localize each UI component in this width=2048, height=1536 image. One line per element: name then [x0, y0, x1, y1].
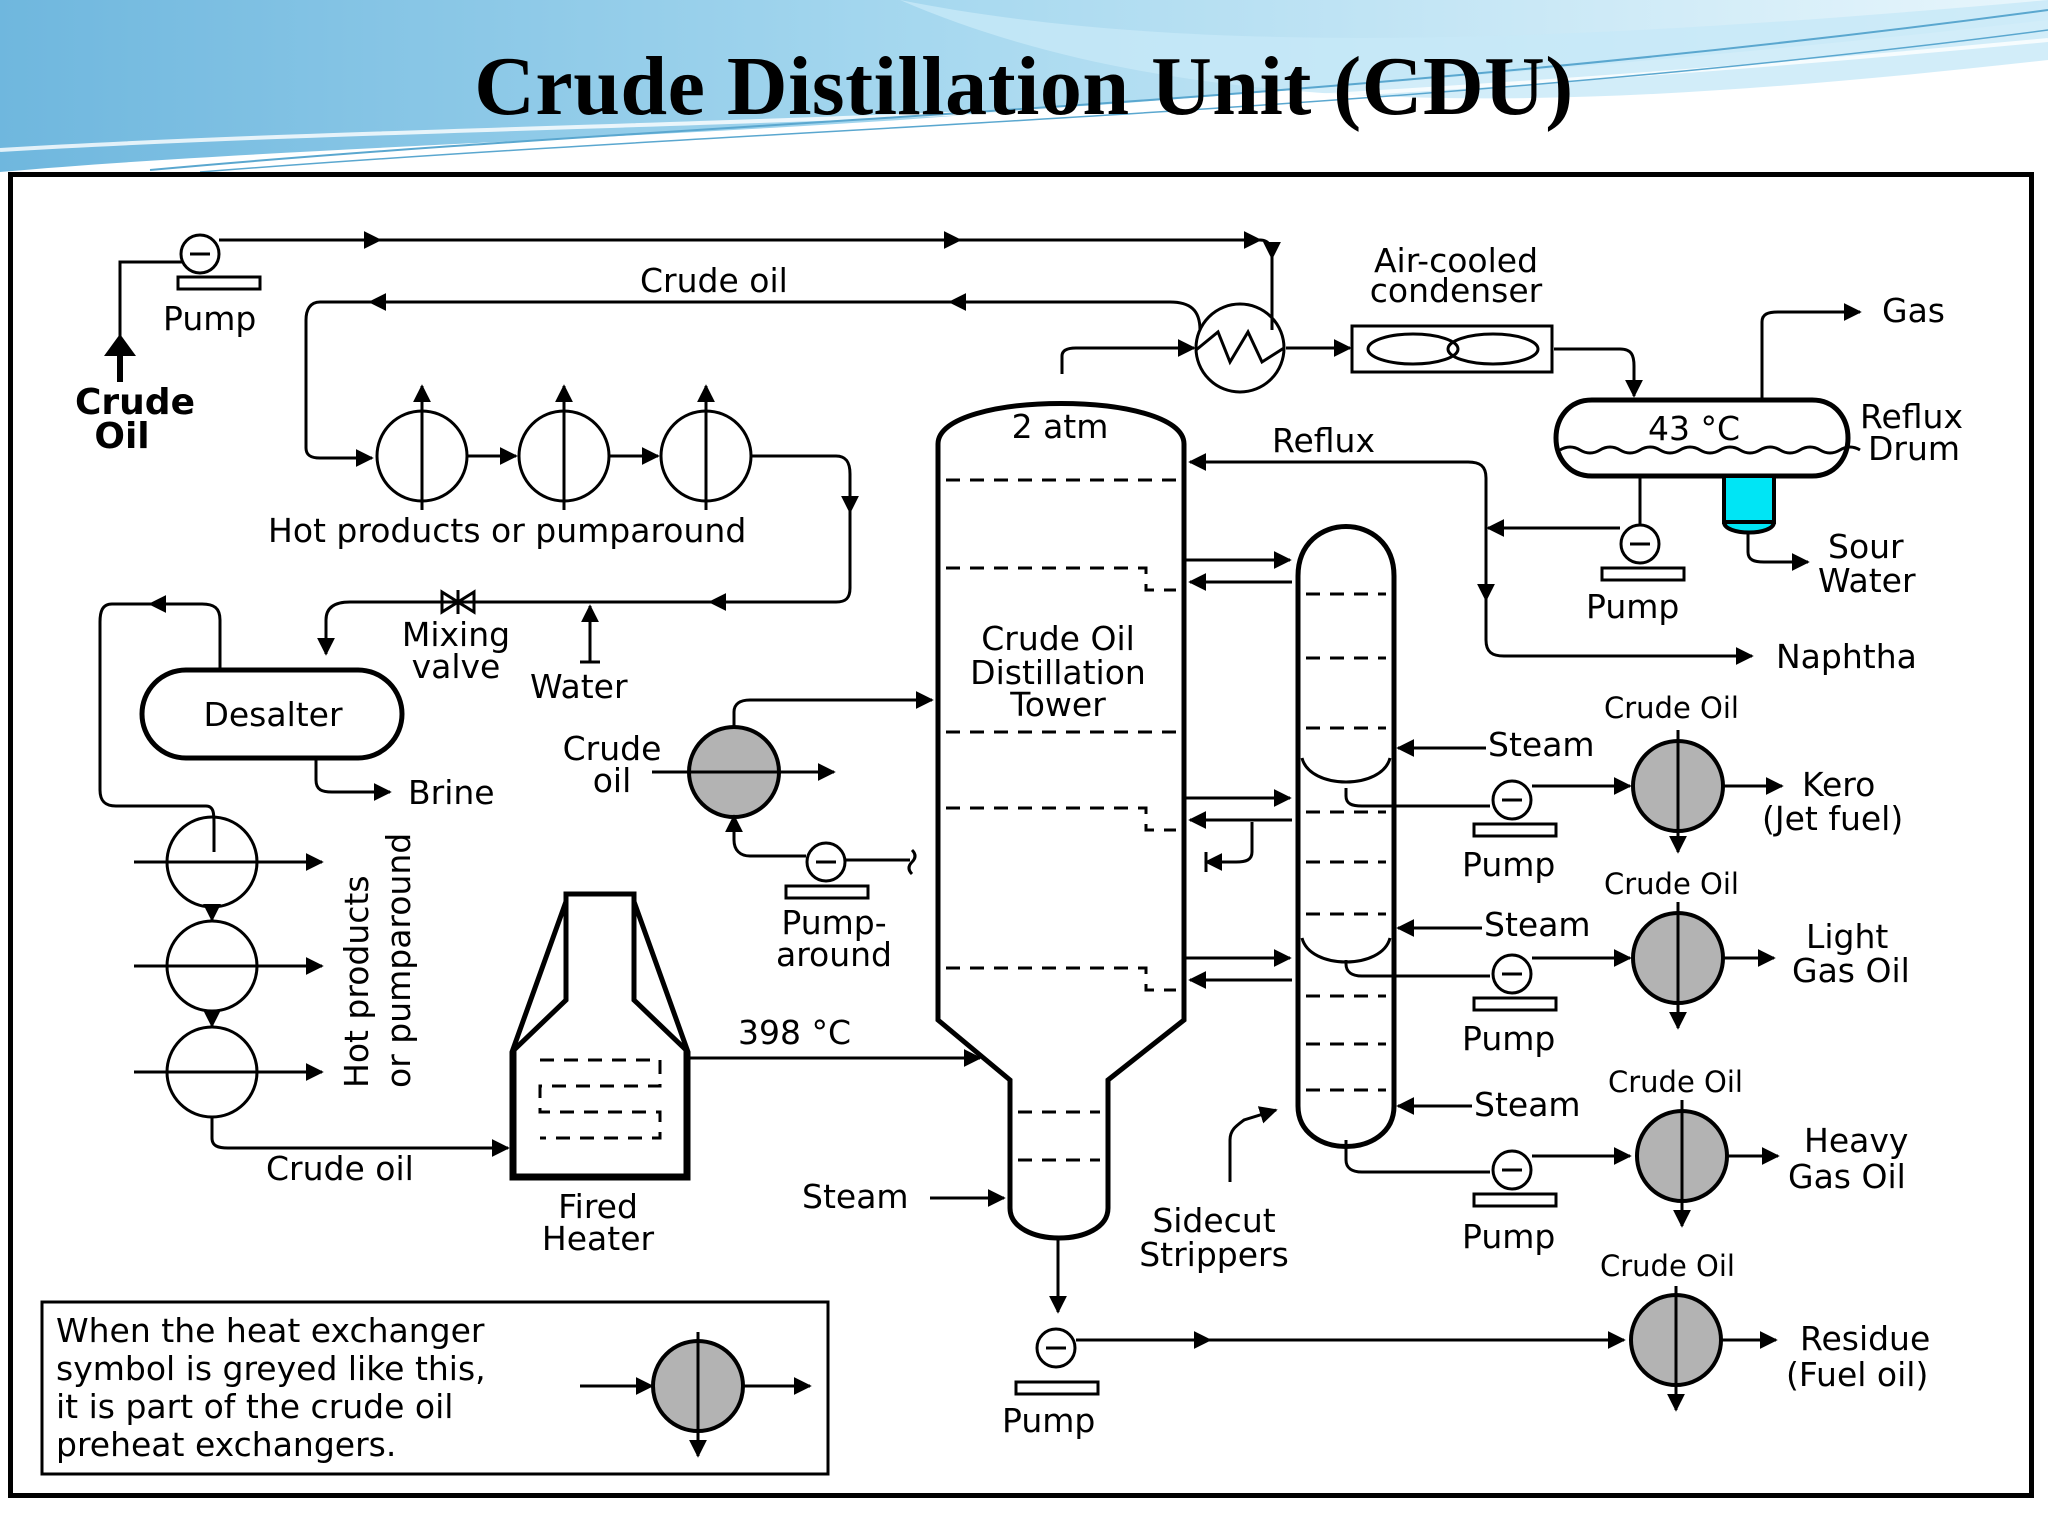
sour-water-boot	[1722, 474, 1776, 524]
bottoms-pump-icon	[1014, 1327, 1100, 1396]
svg-text:Strippers: Strippers	[1139, 1235, 1289, 1274]
svg-text:Sidecut: Sidecut	[1152, 1201, 1275, 1240]
svg-text:(Fuel oil): (Fuel oil)	[1786, 1355, 1928, 1394]
air-cooled-condenser-icon	[1350, 324, 1554, 374]
svg-text:Heavy: Heavy	[1804, 1121, 1908, 1160]
svg-text:Pump: Pump	[1586, 587, 1679, 626]
tower-steam-label: Steam	[802, 1177, 909, 1216]
svg-text:Hot products: Hot products	[337, 875, 376, 1088]
crude-oil-feed: Crude Oil	[75, 334, 195, 457]
svg-text:Water: Water	[1818, 561, 1916, 600]
svg-text:or pumparound: or pumparound	[379, 833, 418, 1088]
overhead-heat-exchanger-icon	[1194, 302, 1286, 394]
pump-label: Pump	[163, 299, 256, 338]
mixing-valve-icon	[440, 589, 476, 615]
svg-text:Pump: Pump	[1462, 845, 1555, 884]
svg-text:Crude Oil: Crude Oil	[1608, 1065, 1743, 1099]
svg-text:Steam: Steam	[1474, 1085, 1581, 1124]
svg-text:preheat exchangers.: preheat exchangers.	[56, 1425, 396, 1464]
svg-text:Gas Oil: Gas Oil	[1792, 951, 1910, 990]
kero-pump-icon	[1472, 779, 1558, 838]
drum-temperature: 43 °C	[1648, 409, 1740, 448]
svg-text:Fired: Fired	[558, 1187, 638, 1226]
sidecut-strippers-column	[1295, 524, 1397, 1149]
hot-products-exchangers-left	[134, 815, 510, 1157]
svg-text:condenser: condenser	[1370, 271, 1543, 310]
naphtha-label: Naphtha	[1776, 637, 1917, 676]
svg-text:symbol is greyed like this,: symbol is greyed like this,	[56, 1349, 486, 1388]
slide-header: Crude Distillation Unit (CDU)	[0, 0, 2048, 172]
feed-pump-icon	[176, 233, 262, 291]
svg-text:Steam: Steam	[1488, 725, 1595, 764]
svg-text:Oil: Oil	[94, 416, 149, 457]
svg-text:Crude Oil: Crude Oil	[1604, 867, 1739, 901]
diagram-frame	[8, 172, 2034, 1498]
reflux-pump-icon	[1600, 523, 1686, 582]
heavy-gas-oil-preheat-exchanger-icon	[1635, 1100, 1729, 1228]
svg-text:Pump-: Pump-	[781, 903, 886, 942]
svg-text:around: around	[776, 935, 892, 974]
svg-text:Gas Oil: Gas Oil	[1788, 1157, 1906, 1196]
desalter-vessel	[139, 667, 405, 761]
svg-text:Pump: Pump	[1462, 1217, 1555, 1256]
svg-text:Crude Oil: Crude Oil	[1600, 1249, 1735, 1283]
light-gas-oil-pump-icon	[1472, 953, 1558, 1012]
slide-title: Crude Distillation Unit (CDU)	[474, 40, 1574, 133]
gas-label: Gas	[1882, 291, 1945, 330]
kero-preheat-exchanger-icon	[1631, 730, 1725, 854]
reflux-drum	[1553, 397, 1861, 535]
header-wave-decoration	[0, 0, 2048, 172]
svg-text:Sour: Sour	[1828, 527, 1904, 566]
hot-products-label: Hot products or pumparound	[268, 511, 746, 550]
crude-oil-distillation-tower	[935, 401, 1187, 1241]
svg-text:Kero: Kero	[1802, 765, 1875, 804]
svg-text:Crude: Crude	[563, 729, 662, 768]
svg-text:Pump: Pump	[1462, 1019, 1555, 1058]
reflux-label: Reflux	[1272, 421, 1375, 460]
svg-text:Steam: Steam	[1484, 905, 1591, 944]
svg-text:When the heat exchanger: When the heat exchanger	[56, 1311, 485, 1350]
heavy-gas-oil-pump-icon	[1472, 1149, 1558, 1208]
svg-text:Drum: Drum	[1868, 429, 1960, 468]
svg-text:Residue: Residue	[1800, 1319, 1930, 1358]
legend-box: When the heat exchanger symbol is greyed…	[40, 1300, 830, 1476]
fired-heater	[509, 891, 691, 1181]
pumparound-pump-icon	[784, 841, 870, 900]
water-label: Water	[530, 667, 628, 706]
svg-text:Light: Light	[1806, 917, 1888, 956]
light-gas-oil-preheat-exchanger-icon	[1631, 902, 1725, 1030]
hot-products-exchangers-top	[375, 384, 859, 514]
svg-text:Crude Oil: Crude Oil	[981, 619, 1135, 658]
brine-label: Brine	[408, 773, 495, 812]
heater-outlet-temperature: 398 °C	[738, 1013, 851, 1052]
svg-text:(Jet fuel): (Jet fuel)	[1762, 799, 1903, 838]
crude-oil-label-top: Crude oil	[640, 261, 788, 300]
svg-text:it is part of the crude oil: it is part of the crude oil	[56, 1387, 453, 1426]
svg-text:Tower: Tower	[1009, 685, 1106, 724]
tower-top-pressure: 2 atm	[1012, 407, 1109, 446]
pumparound-exchanger-icon	[687, 725, 781, 819]
svg-text:Air-cooled: Air-cooled	[1374, 241, 1538, 280]
svg-text:Crude Oil: Crude Oil	[1604, 691, 1739, 725]
svg-text:Crude: Crude	[75, 382, 195, 423]
svg-text:Pump: Pump	[1002, 1401, 1095, 1440]
svg-text:oil: oil	[593, 761, 632, 800]
desalter-label: Desalter	[203, 695, 343, 734]
svg-text:Distillation: Distillation	[970, 653, 1146, 692]
legend-greyed-exchanger-icon	[580, 1332, 812, 1458]
residue-preheat-exchanger-icon	[1629, 1286, 1723, 1412]
svg-text:Reflux: Reflux	[1860, 397, 1963, 436]
svg-text:valve: valve	[412, 647, 501, 686]
svg-text:Heater: Heater	[542, 1219, 655, 1258]
svg-text:Mixing: Mixing	[402, 615, 510, 654]
crude-oil-label-bottom: Crude oil	[266, 1149, 414, 1188]
